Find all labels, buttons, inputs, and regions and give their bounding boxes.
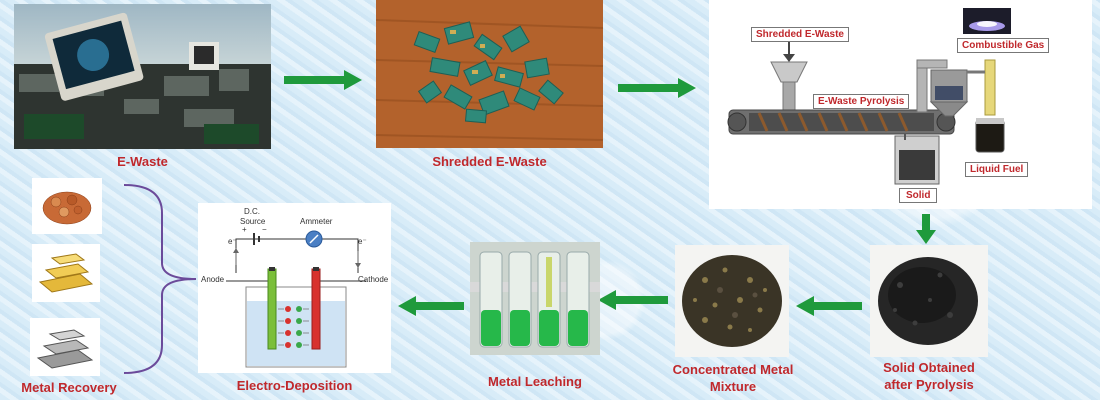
pyro-solid-label: Solid xyxy=(899,188,938,203)
shredded-photo xyxy=(376,0,603,148)
pyrolysis-diagram: Shredded E-Waste Combustible Gas E-Waste… xyxy=(709,0,1092,209)
flow-arrow-2 xyxy=(618,78,696,98)
flow-arrow-4 xyxy=(598,290,668,310)
solid-photo xyxy=(870,245,988,357)
pyro-shredded-input-label: Shredded E-Waste xyxy=(751,27,849,42)
ewaste-photo xyxy=(14,4,271,149)
electron-right-label: e⁻ xyxy=(358,237,367,246)
shredded-label: Shredded E-Waste xyxy=(432,154,547,169)
concentrated-label-line1: Concentrated Metal xyxy=(672,362,794,377)
anode-label: Anode xyxy=(201,275,225,284)
gold-bars-photo xyxy=(32,244,100,302)
electrodeposition-label: Electro-Deposition xyxy=(236,378,353,393)
leaching-label: Metal Leaching xyxy=(488,374,582,389)
metal-recovery-label: Metal Recovery xyxy=(21,380,117,395)
cathode-label: Cathode xyxy=(358,275,389,284)
ewaste-label: E-Waste xyxy=(117,154,168,169)
pyro-liquid-label: Liquid Fuel xyxy=(965,162,1029,177)
flow-arrow-3 xyxy=(796,296,862,316)
flow-arrow-down xyxy=(916,214,936,244)
leaching-photo xyxy=(470,242,600,355)
solid-label-line2: after Pyrolysis xyxy=(884,377,974,392)
copper-photo xyxy=(32,178,102,234)
dc-plus-sign: + xyxy=(242,225,247,234)
recovery-bracket xyxy=(123,184,197,374)
pyro-gas-label: Combustible Gas xyxy=(957,38,1050,53)
electron-left-label: e⁻ xyxy=(228,237,237,246)
dc-source-label-line1: D.C. xyxy=(244,207,260,216)
dc-source-label-line2: Source xyxy=(240,217,266,226)
pyro-reactor-label: E-Waste Pyrolysis xyxy=(813,94,910,109)
electrodeposition-diagram: D.C. Source + − Ammeter e⁻ e⁻ Anode Cath… xyxy=(198,203,391,373)
solid-label-line1: Solid Obtained xyxy=(883,360,975,375)
ammeter-label: Ammeter xyxy=(300,217,333,226)
flow-arrow-1 xyxy=(284,70,362,90)
silver-bars-photo xyxy=(30,318,100,376)
flow-arrow-5 xyxy=(398,296,464,316)
concentrated-label-line2: Mixture xyxy=(709,379,757,394)
concentrated-photo xyxy=(675,245,789,357)
dc-minus-sign: − xyxy=(262,225,267,234)
